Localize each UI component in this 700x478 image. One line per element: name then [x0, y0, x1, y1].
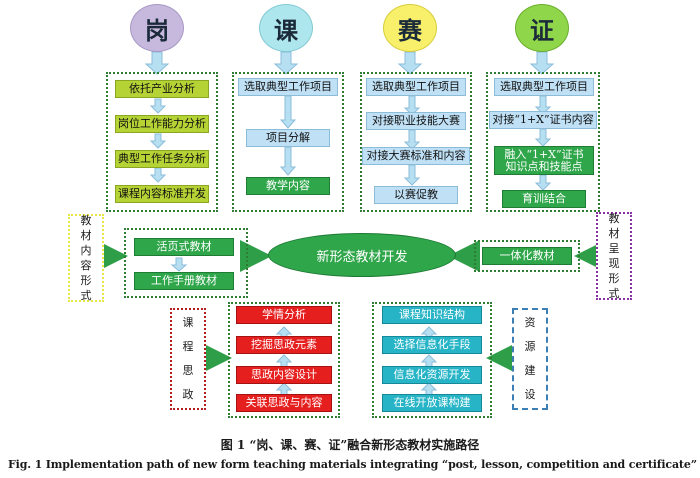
header-circle-ke: 课 — [259, 4, 313, 52]
header-circle-sai: 赛 — [383, 4, 437, 52]
course-ideology-char-4: 政 — [182, 388, 194, 401]
ideology-item-3: 思政内容设计 — [236, 366, 332, 384]
material-presentation-form-char-2: 材 — [608, 227, 620, 240]
course-ideology-label: 课 程 思 政 — [170, 308, 206, 410]
gang-item-1: 依托产业分析 — [115, 80, 209, 98]
resource-item-4: 在线开放课构建 — [382, 394, 482, 412]
workbook-material: 工作手册教材 — [134, 272, 234, 290]
arrow-huoye-to-gongzuo — [170, 257, 188, 272]
zheng-column-arrows — [534, 95, 552, 191]
gang-item-3: 典型工作任务分析 — [115, 150, 209, 168]
course-ideology-char-1: 课 — [182, 316, 194, 329]
sai-item-2: 对接职业技能大赛 — [366, 112, 466, 130]
circle-to-column-arrows — [144, 51, 555, 75]
resource-construction-label: 资 源 建 设 — [512, 308, 548, 410]
sai-item-4: 以赛促教 — [374, 186, 458, 204]
header-circle-zheng: 证 — [515, 4, 569, 52]
material-content-form-char-5: 形 — [80, 274, 92, 287]
material-content-form-label: 教 材 内 容 形 式 — [68, 214, 104, 302]
ke-item-1: 选取典型工作项目 — [238, 78, 338, 96]
material-content-form-char-3: 内 — [80, 244, 92, 257]
ke-item-2: 项目分解 — [246, 129, 330, 147]
material-presentation-form-label: 教 材 呈 现 形 式 — [596, 212, 632, 300]
integrated-material: 一体化教材 — [482, 247, 572, 265]
material-presentation-form-char-3: 呈 — [608, 242, 620, 255]
gang-column-frame — [106, 72, 218, 212]
gang-column-arrows — [149, 98, 167, 183]
zheng-column-frame — [486, 72, 600, 212]
resource-item-2: 选择信息化手段 — [382, 336, 482, 354]
material-content-form-char-2: 材 — [80, 229, 92, 242]
header-sai-text: 赛 — [398, 15, 422, 45]
header-circle-gang: 岗 — [130, 4, 184, 52]
zheng-item-3: 融入“1+X”证书 知识点和技能点 — [494, 146, 594, 175]
zheng-item-4: 育训结合 — [502, 190, 586, 208]
sai-column-arrows — [403, 95, 421, 186]
sai-column-frame — [360, 72, 472, 212]
arrow-zheng-down — [529, 51, 555, 75]
sai-item-3: 对接大赛标准和内容 — [362, 147, 470, 165]
header-zheng-text: 证 — [530, 15, 554, 45]
resource-construction-char-3: 建 — [524, 364, 536, 377]
content-form-items-frame — [124, 228, 248, 298]
zheng-item-3-line2: 知识点和技能点 — [505, 159, 583, 173]
gang-item-4: 课程内容标准开发 — [115, 185, 209, 203]
arrow-ke-down — [273, 51, 299, 75]
material-presentation-form-char-6: 式 — [608, 287, 620, 300]
resource-item-1: 课程知识结构 — [382, 306, 482, 324]
ke-column-arrows — [279, 95, 297, 176]
ke-column-frame — [232, 72, 344, 212]
ideology-item-2: 挖掘思政元素 — [236, 336, 332, 354]
middle-arrows — [96, 240, 606, 272]
ideology-items-frame — [228, 302, 340, 418]
resource-construction-char-4: 设 — [524, 388, 536, 401]
gang-item-2: 岗位工作能力分析 — [115, 115, 209, 133]
course-ideology-char-3: 思 — [182, 364, 194, 377]
zheng-item-3-line1: 融入“1+X”证书 — [504, 147, 584, 161]
material-content-form-char-6: 式 — [80, 289, 92, 302]
sai-item-1: 选取典型工作项目 — [366, 78, 466, 96]
material-presentation-form-char-1: 教 — [608, 212, 620, 225]
zheng-item-2: 对接“1+X”证书内容 — [489, 111, 597, 129]
figure-caption-en: Fig. 1 Implementation path of new form t… — [8, 458, 697, 471]
material-presentation-form-char-4: 现 — [608, 257, 620, 270]
figure-caption-cn: 图 1 “岗、课、赛、证”融合新形态教材实施路径 — [220, 438, 480, 452]
zheng-item-1: 选取典型工作项目 — [494, 78, 594, 96]
ke-item-3: 教学内容 — [246, 177, 330, 195]
new-form-material-development: 新形态教材开发 — [268, 233, 456, 277]
resource-item-3: 信息化资源开发 — [382, 366, 482, 384]
material-content-form-char-1: 教 — [80, 214, 92, 227]
resource-items-frame — [372, 302, 492, 418]
material-presentation-form-char-5: 形 — [608, 272, 620, 285]
ideology-item-1: 学情分析 — [236, 306, 332, 324]
integrated-material-frame — [474, 240, 580, 272]
loose-leaf-material: 活页式教材 — [134, 238, 234, 256]
material-content-form-char-4: 容 — [80, 259, 92, 272]
course-ideology-char-2: 程 — [182, 340, 194, 353]
ideology-item-4: 关联思政与内容 — [236, 394, 332, 412]
arrow-gang-down — [144, 51, 170, 75]
arrow-sai-down — [397, 51, 423, 75]
resource-construction-char-1: 资 — [524, 316, 536, 329]
header-gang-text: 岗 — [145, 15, 169, 45]
resource-construction-char-2: 源 — [524, 340, 536, 353]
header-ke-text: 课 — [274, 15, 298, 45]
